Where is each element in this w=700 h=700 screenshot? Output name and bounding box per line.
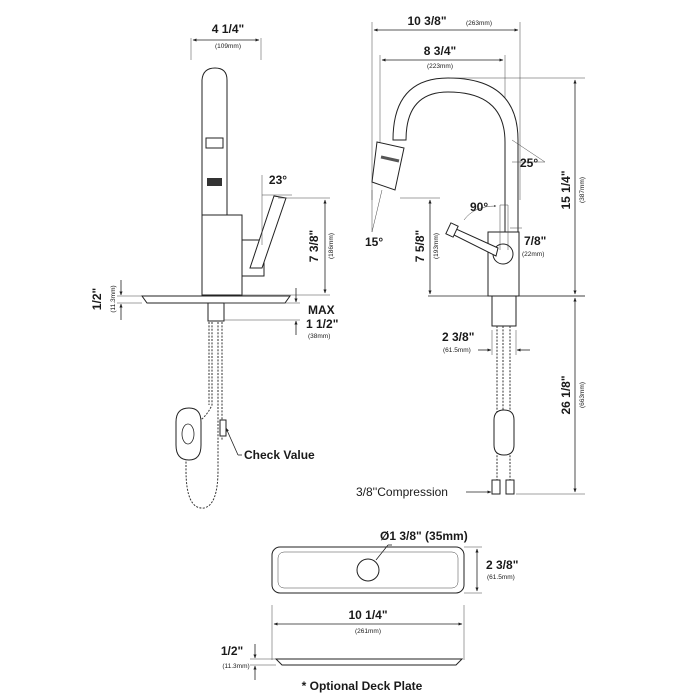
side-width-mm: (109mm) bbox=[215, 43, 241, 50]
compression-label: 3/8''Compression bbox=[356, 485, 448, 499]
side-spray-head-band bbox=[205, 137, 224, 149]
deck-plate-hole bbox=[356, 558, 380, 582]
side-handle-angle: 23° bbox=[269, 173, 287, 187]
front-reach-total-mm: (263mm) bbox=[466, 20, 492, 27]
side-spray-nozzle bbox=[207, 178, 222, 186]
front-sprayer-angle: 15° bbox=[365, 235, 383, 249]
deck-plate-profile bbox=[274, 658, 464, 666]
side-width-dim: 4 1/4" bbox=[212, 22, 244, 36]
side-view: 4 1/4" (109mm) 23° 7 3/8" (186mm) 1/2" (… bbox=[90, 22, 338, 509]
front-supply-fitting-right bbox=[505, 479, 515, 495]
front-base-diameter: 2 3/8" bbox=[442, 330, 474, 344]
side-handle-height: 7 3/8" bbox=[307, 230, 321, 262]
side-max-label: MAX bbox=[308, 303, 335, 317]
front-height-mm: (387mm) bbox=[579, 177, 586, 203]
front-handle-offset-mm: (22mm) bbox=[522, 251, 544, 258]
front-hose-length: 26 1/8" bbox=[559, 375, 573, 414]
front-supply-fitting-left bbox=[491, 479, 501, 495]
front-hose-weight bbox=[493, 409, 515, 456]
front-outlet-height: 7 5/8" bbox=[413, 230, 427, 262]
side-shank bbox=[207, 302, 225, 322]
deck-plate-thickness-mm: (11.3mm) bbox=[222, 663, 249, 670]
deck-plate-caption: * Optional Deck Plate bbox=[302, 679, 423, 693]
side-base-column bbox=[201, 214, 243, 296]
front-handle-rotated bbox=[499, 204, 509, 250]
side-spray-hose bbox=[185, 322, 219, 509]
side-handle-lever bbox=[249, 195, 287, 269]
front-outlet-height-mm: (193mm) bbox=[433, 233, 440, 259]
front-handle-rotation: 90° bbox=[470, 200, 488, 214]
front-view: 10 3/8" (263mm) 8 3/4" (223mm) 90° 25° 1… bbox=[356, 14, 586, 499]
side-max-deck-mm: (38mm) bbox=[308, 333, 330, 340]
deck-plate-view: Ø1 3/8" (35mm) 2 3/8" (61.5mm) 10 1/4" (… bbox=[221, 529, 519, 693]
front-hose-length-mm: (663mm) bbox=[579, 382, 586, 408]
deck-plate-depth: 2 3/8" bbox=[486, 558, 518, 572]
deck-plate-thickness: 1/2" bbox=[221, 644, 243, 658]
deck-plate-length-mm: (261mm) bbox=[355, 628, 381, 635]
front-reach-spout: 8 3/4" bbox=[424, 44, 456, 58]
front-height: 15 1/4" bbox=[559, 170, 573, 209]
side-check-valve bbox=[219, 419, 227, 437]
side-deck-thickness: 1/2" bbox=[90, 288, 104, 310]
side-max-deck: 1 1/2" bbox=[306, 317, 338, 331]
front-reach-spout-mm: (223mm) bbox=[427, 63, 453, 70]
deck-plate-length: 10 1/4" bbox=[348, 608, 387, 622]
side-deck-thickness-mm: (11.3mm) bbox=[110, 285, 117, 312]
front-handle-offset: 7/8" bbox=[524, 234, 546, 248]
front-spray-head bbox=[371, 141, 405, 191]
front-shank bbox=[491, 295, 517, 327]
side-handle-height-mm: (186mm) bbox=[328, 233, 335, 259]
side-deck-plate bbox=[141, 295, 291, 304]
deck-plate-depth-mm: (61.5mm) bbox=[487, 574, 515, 581]
front-reach-total: 10 3/8" bbox=[407, 14, 446, 28]
deck-plate-hole-dim: Ø1 3/8" (35mm) bbox=[380, 529, 468, 543]
front-base-diameter-mm: (61.5mm) bbox=[443, 347, 471, 354]
check-valve-label: Check Value bbox=[244, 448, 315, 462]
front-spout-angle: 25° bbox=[520, 156, 538, 170]
